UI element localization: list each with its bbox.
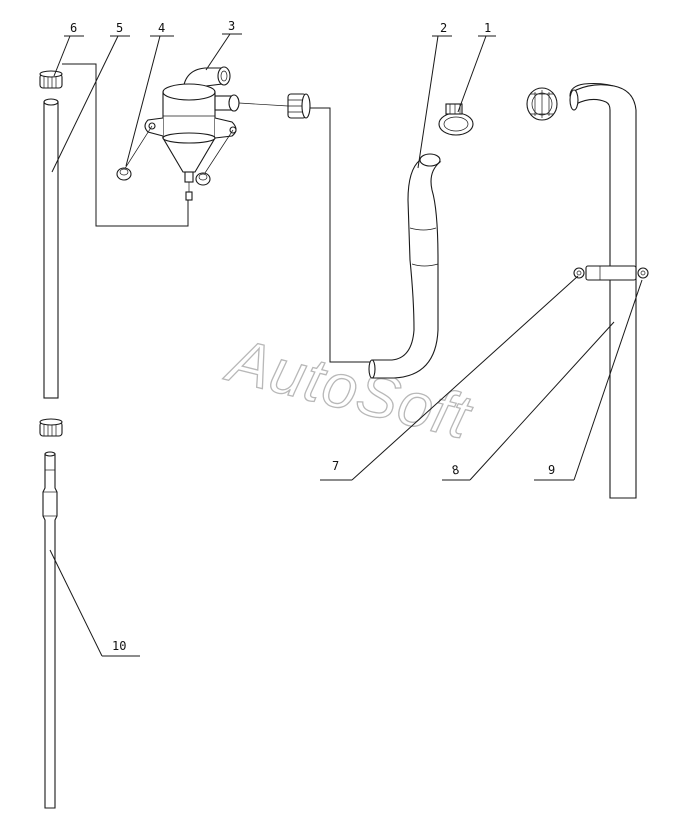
clamp-6 bbox=[39, 70, 63, 89]
vertical-tube-5 bbox=[43, 98, 59, 399]
leader-outlet-clamp bbox=[238, 102, 289, 107]
watermark-text: AutoSoft bbox=[218, 325, 479, 453]
bolt-4 bbox=[116, 167, 132, 181]
callout-3: 3 bbox=[228, 19, 235, 33]
leader-lines bbox=[49, 33, 643, 657]
hose-clamp-1 bbox=[438, 103, 474, 136]
vertical-pipe-8 bbox=[569, 82, 637, 499]
long-tube-10 bbox=[42, 451, 58, 809]
callout-8: 8 bbox=[451, 462, 461, 477]
callout-2: 2 bbox=[440, 21, 447, 35]
connection-line-left bbox=[62, 63, 189, 227]
callout-5: 5 bbox=[116, 21, 123, 35]
callout-9: 9 bbox=[548, 463, 555, 477]
pipe-bracket-7 bbox=[573, 265, 637, 281]
connection-line-mid bbox=[310, 107, 370, 363]
clamp-middle bbox=[287, 93, 311, 119]
bolt-9 bbox=[637, 267, 649, 279]
callout-10: 10 bbox=[112, 639, 126, 653]
callout-1: 1 bbox=[484, 21, 491, 35]
clamp-lower bbox=[39, 418, 63, 437]
bolt-4b bbox=[195, 172, 211, 186]
clamp-right bbox=[526, 87, 558, 121]
separator-3 bbox=[123, 66, 240, 201]
callout-4: 4 bbox=[158, 21, 165, 35]
callout-7: 7 bbox=[332, 459, 339, 473]
bent-hose-2 bbox=[368, 153, 442, 379]
callout-6: 6 bbox=[70, 21, 77, 35]
